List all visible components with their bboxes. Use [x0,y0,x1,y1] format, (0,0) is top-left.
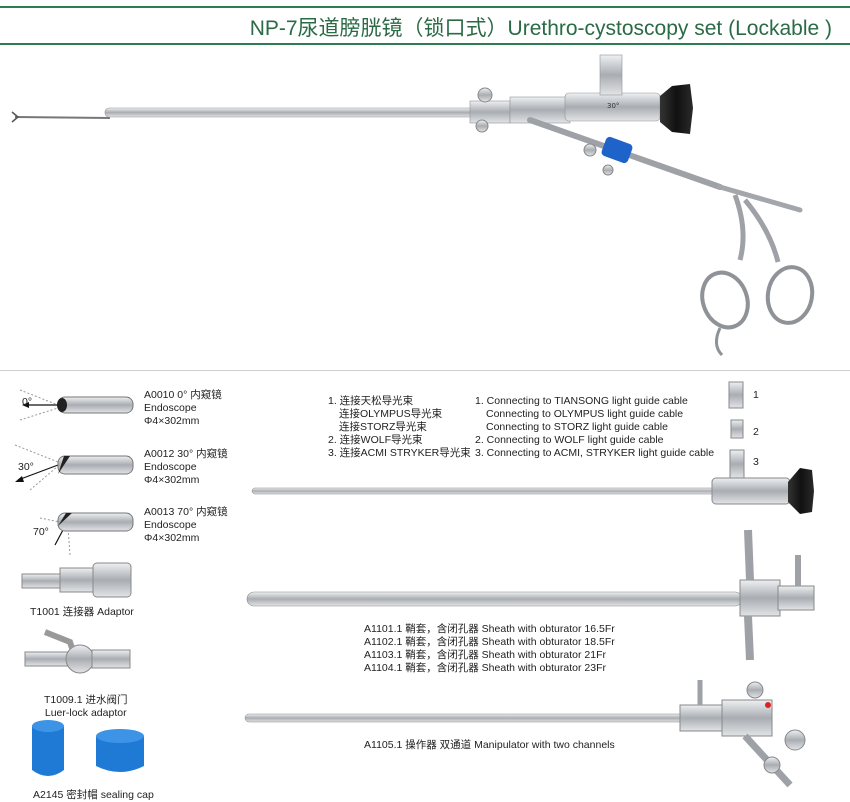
angle-label-70: 70° [33,526,49,538]
luer-lock-adaptor-illustration [24,629,131,674]
connection-en-item: 2. Connecting to WOLF light guide cable [475,434,664,446]
endoscope-type: Endoscope [144,402,197,414]
sheath-tube [104,107,476,118]
connection-cn-item: 3. 连接ACMI STRYKER导光束 [328,447,471,459]
light-adapter-2 [730,419,744,439]
connection-en-item: 1. Connecting to TIANSONG light guide ca… [475,395,688,407]
endoscope-type: Endoscope [144,519,197,531]
sheath-list: A1101.1 鞘套，含闭孔器 Sheath with obturator 16… [364,623,615,675]
adapter-number-3: 3 [753,456,759,468]
endoscope-0-info: A0010 0° 内窥镜 Endoscope Φ4×302mm [144,389,222,428]
finger-ring-right [765,265,815,325]
connection-cn-item: 1. 连接天松导光束 [328,395,414,407]
connection-en-item: Connecting to STORZ light guide cable [486,421,668,433]
handle-shank-2 [743,198,781,263]
connection-en-item: Connecting to OLYMPUS light guide cable [486,408,684,420]
endoscope-code: A0013 70° 内窥镜 [144,506,228,518]
light-post [599,54,623,96]
forceps-jaw [11,111,20,123]
connection-cn-item: 连接STORZ导光束 [339,421,427,433]
light-adapter-3 [729,449,745,479]
scope-tip-30 [57,455,134,475]
handle-shank-1 [732,194,746,261]
scope-tip-70 [57,512,134,532]
luer-lock-label: T1009.1 进水阀门 Luer-lock adaptor [44,694,127,720]
angle-label-30: 30° [18,461,34,473]
endoscope-30-info: A0012 30° 内窥镜 Endoscope Φ4×302mm [144,448,228,487]
scope-marking: 30° [607,102,619,110]
endoscope-code: A0010 0° 内窥镜 [144,389,222,401]
adaptor-label: T1001 连接器 Adaptor [30,606,134,618]
adapter-number-2: 2 [753,426,759,438]
sheath-item: A1104.1 鞘套，含闭孔器 Sheath with obturator 23… [364,662,606,674]
finger-ring-left [700,270,750,330]
sheath-hub [469,100,511,124]
luer-lock-label-cn: T1009.1 进水阀门 [44,694,128,706]
sheath-item: A1103.1 鞘套，含闭孔器 Sheath with obturator 21… [364,649,606,661]
page-title: NP-7尿道膀胱镜（锁口式）Urethro-cystoscopy set (Lo… [249,17,832,40]
connection-cn-item: 连接OLYMPUS导光束 [339,408,443,420]
header-rule [0,43,850,45]
connection-cn-item: 2. 连接WOLF导光束 [328,434,423,446]
endoscope-0-diagram [19,389,134,421]
angle-label-0: 0° [22,396,33,408]
forceps-wire [14,116,111,119]
light-adapter-1 [728,381,744,409]
blue-valve [601,136,633,164]
endoscope-70-info: A0013 70° 内窥镜 Endoscope Φ4×302mm [144,506,228,545]
endoscope-spec: Φ4×302mm [144,532,200,544]
section-divider [0,370,850,371]
endoscope-70-diagram [39,512,134,556]
sealing-cap-illustration [32,720,144,776]
endoscope-type: Endoscope [144,461,197,473]
telescope-illustration [251,468,814,514]
adapter-number-1: 1 [753,389,759,401]
endoscope-spec: Φ4×302mm [144,474,200,486]
luer-lock-label-en: Luer-lock adaptor [44,707,127,719]
endoscope-code: A0012 30° 内窥镜 [144,448,228,460]
eyepiece [660,84,693,134]
manipulator-illustration [244,680,806,788]
endoscope-spec: Φ4×302mm [144,415,200,427]
cystoscope-assembly-illustration: 30° [11,54,815,357]
stopcock-bottom [475,119,489,133]
connections-en-list: 1. Connecting to TIANSONG light guide ca… [475,395,714,460]
connection-en-item: 3. Connecting to ACMI, STRYKER light gui… [475,447,715,459]
connections-cn-list: 1. 连接天松导光束 连接OLYMPUS导光束 连接STORZ导光束 2. 连接… [328,395,471,460]
top-frame-rule [0,0,850,8]
sheath-item: A1101.1 鞘套，含闭孔器 Sheath with obturator 16… [364,623,615,635]
adaptor-t1001-illustration [21,562,132,598]
sheath-item: A1102.1 鞘套，含闭孔器 Sheath with obturator 18… [364,636,615,648]
sealing-cap-label: A2145 密封帽 sealing cap [33,789,154,801]
manipulator-label: A1105.1 操作器 双通道 Manipulator with two cha… [364,739,615,751]
bridge-body [509,96,571,124]
stopcock-top [477,87,493,103]
scope-tip-0 [57,396,134,414]
